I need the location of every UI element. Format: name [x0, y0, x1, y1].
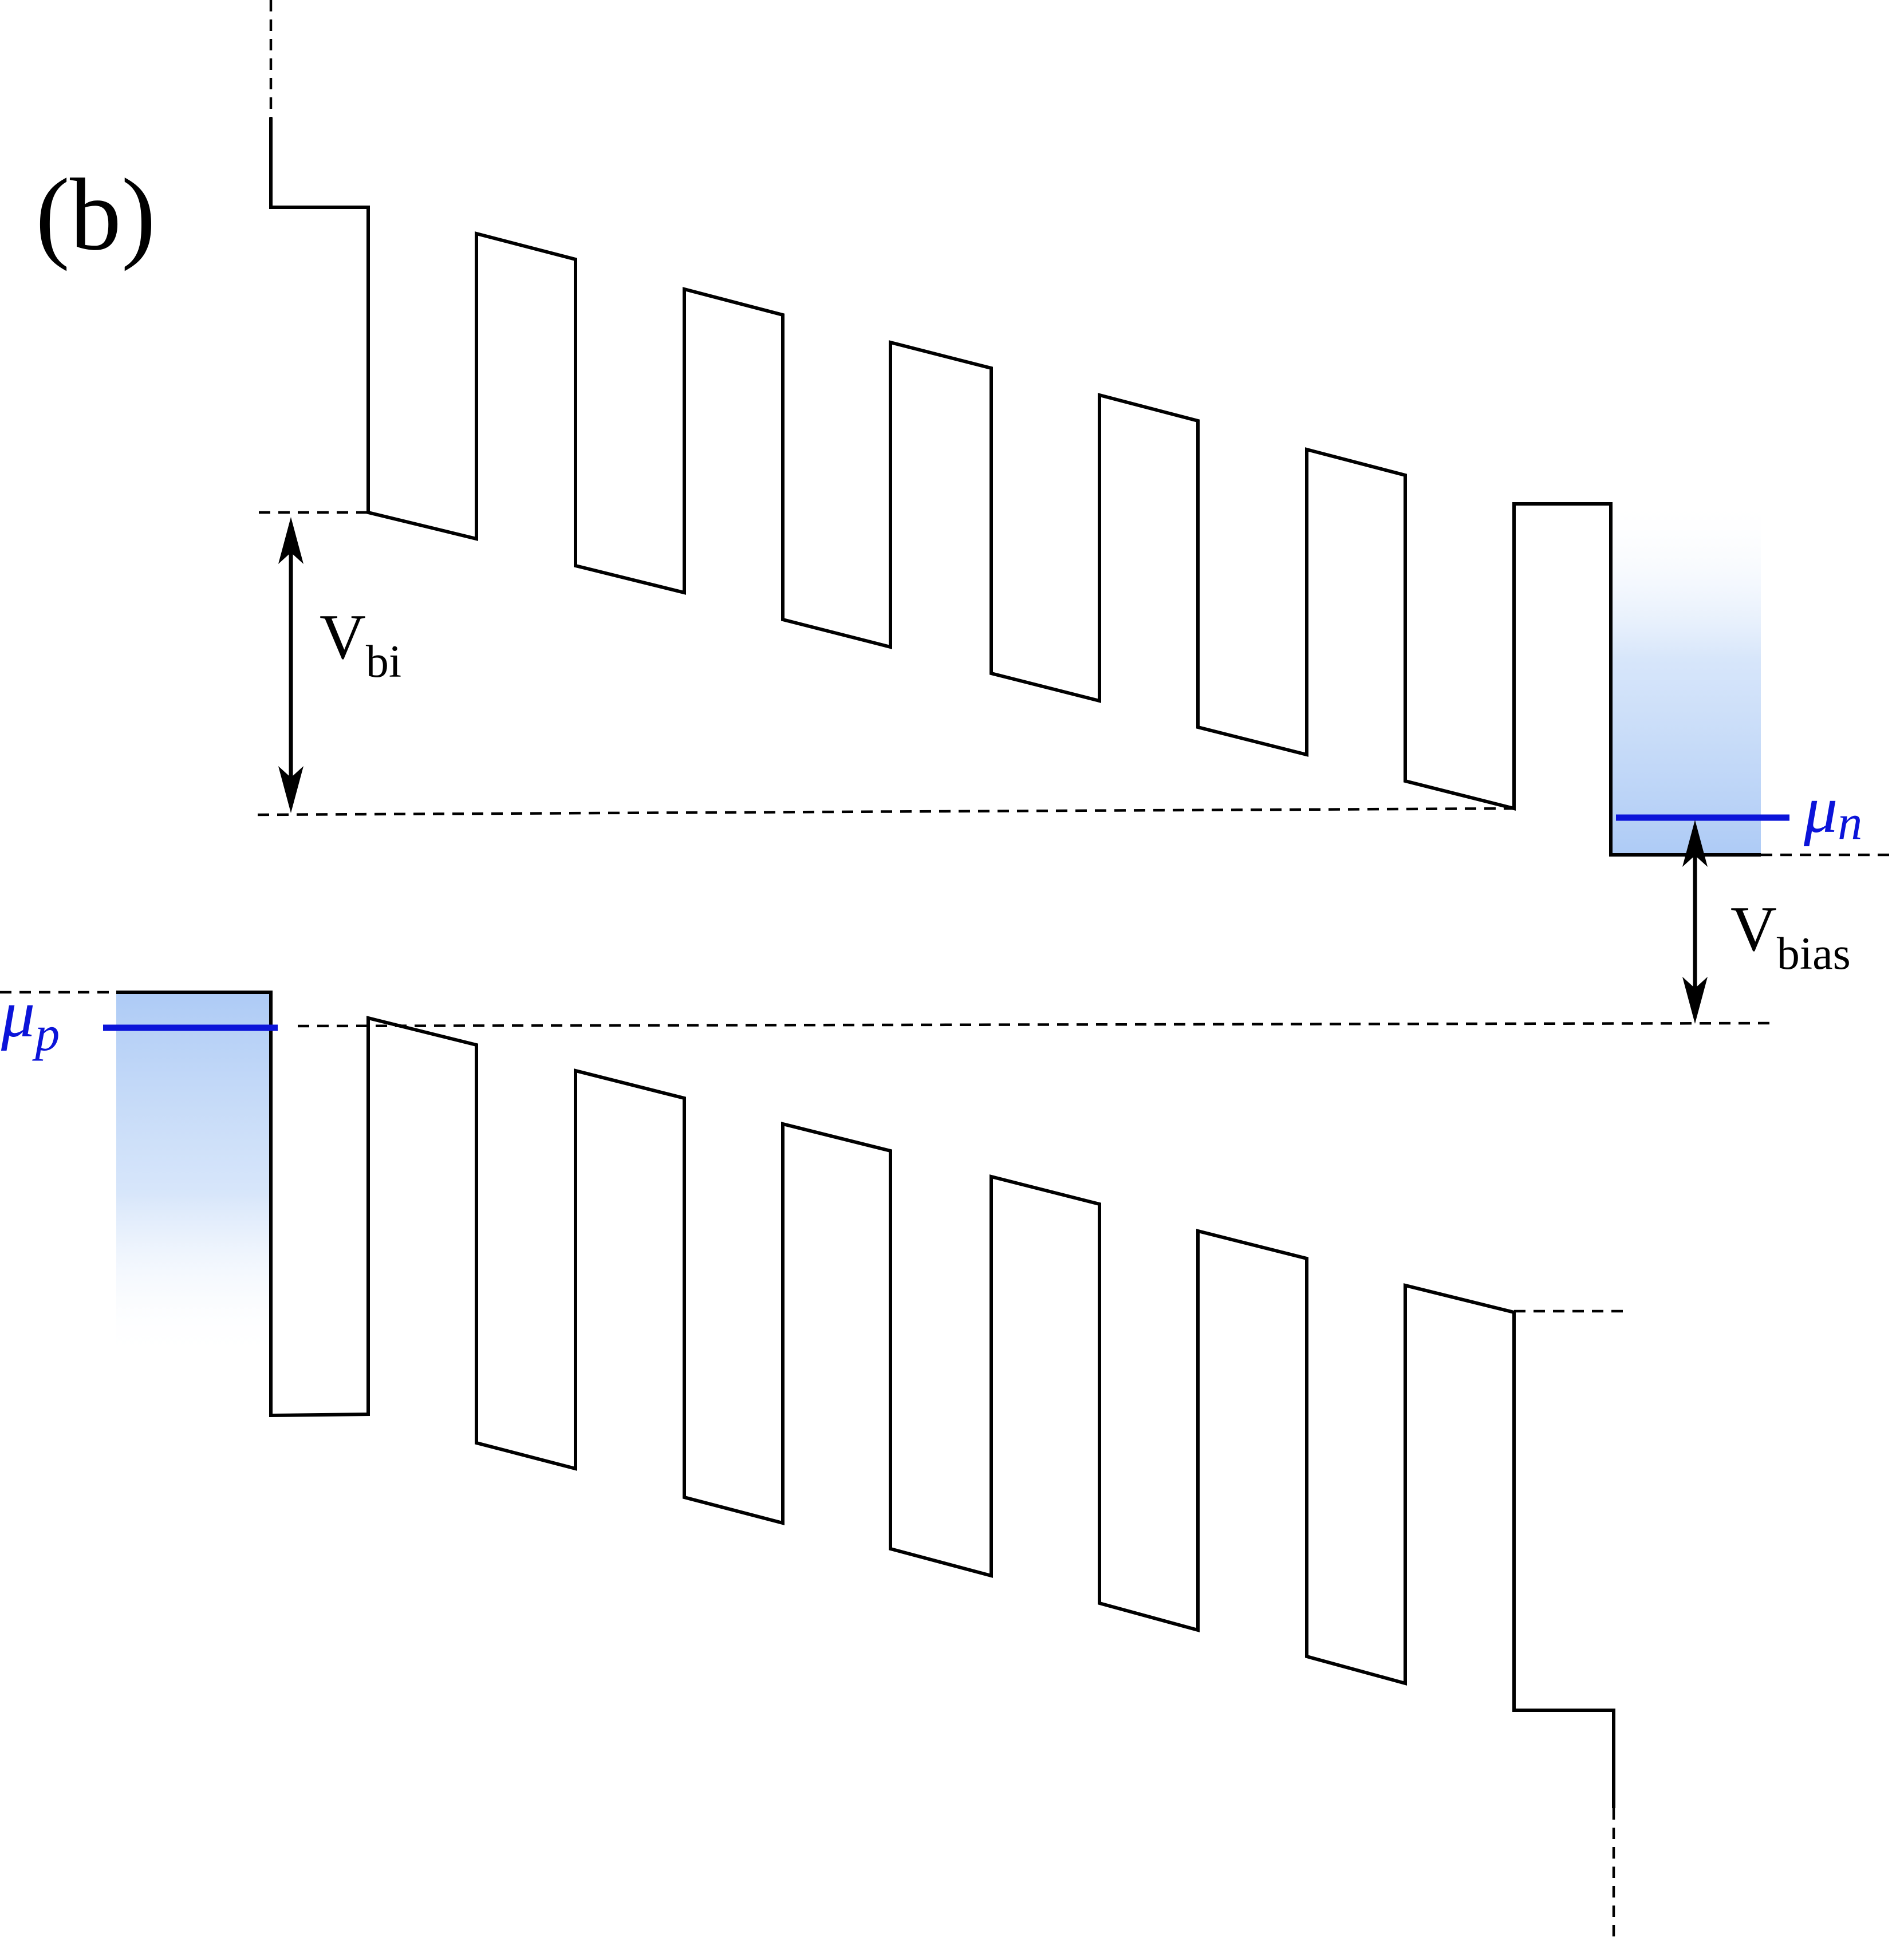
n-contact-filled-states: [1611, 498, 1761, 856]
vbi-bottom-dash: [257, 807, 1515, 816]
valence-band-edge: [116, 991, 1615, 1808]
conduction-band-edge: [269, 117, 1761, 857]
vbias-label-main: V: [1730, 894, 1777, 965]
vbi-label-main: V: [320, 602, 366, 673]
panel-label: (b): [36, 157, 156, 271]
vbi-label: Vbi: [320, 602, 401, 687]
vbias-label: Vbias: [1730, 894, 1851, 979]
vbi-label-sub: bi: [366, 637, 401, 687]
p-contact-filled-states: [116, 992, 271, 1359]
mu-n-label-main: μ: [1803, 772, 1838, 847]
vbias-bottom-dash: [297, 1021, 1773, 1028]
conduction-subband-levels: [342, 408, 1540, 681]
vbias-double-arrow: [1682, 820, 1708, 1024]
mu-n-label-sub: n: [1838, 795, 1862, 850]
valence-subband-levels: [339, 1263, 1540, 1539]
vbi-double-arrow: [278, 517, 303, 813]
mu-n-label: μn: [1803, 772, 1862, 850]
mu-p-label-main: μ: [1, 976, 35, 1051]
mu-p-label: μp: [1, 976, 60, 1061]
vbias-label-sub: bias: [1777, 929, 1851, 979]
mu-p-label-sub: p: [31, 1006, 60, 1061]
